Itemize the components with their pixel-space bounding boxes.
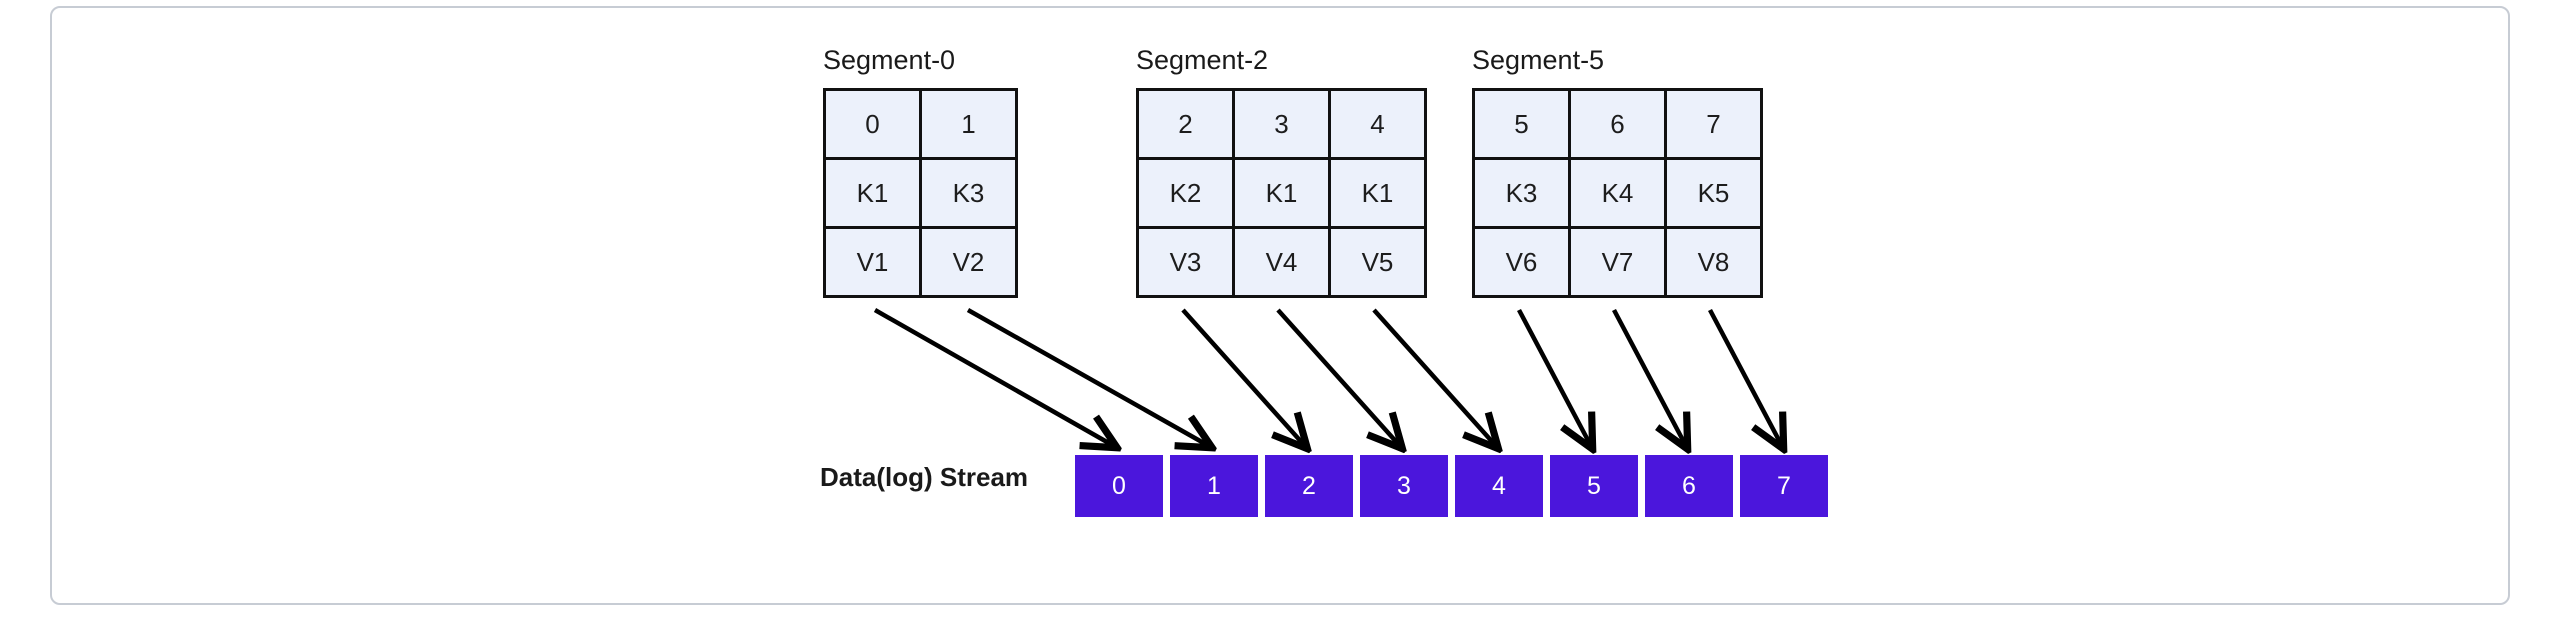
segment-cell: V7 <box>1568 226 1667 298</box>
table-row: V6 V7 V8 <box>1472 226 1763 298</box>
stream-cell: 4 <box>1455 455 1543 517</box>
segment-cell: 6 <box>1568 88 1667 160</box>
segment-cell: K4 <box>1568 157 1667 229</box>
segment-cell: V6 <box>1472 226 1571 298</box>
segment-cell: K1 <box>823 157 922 229</box>
table-row: 0 1 <box>823 88 1018 160</box>
segment-cell: V8 <box>1664 226 1763 298</box>
segment-cell: V1 <box>823 226 922 298</box>
table-row: K1 K3 <box>823 157 1018 229</box>
segment-cell: 7 <box>1664 88 1763 160</box>
segment-cell: 4 <box>1328 88 1427 160</box>
segment-cell: 1 <box>919 88 1018 160</box>
segment-cell: V4 <box>1232 226 1331 298</box>
segment-cell: 3 <box>1232 88 1331 160</box>
table-row: 5 6 7 <box>1472 88 1763 160</box>
segment-table-5: 5 6 7 K3 K4 K5 V6 V7 V8 <box>1472 88 1763 298</box>
segment-group-5: Segment-5 5 6 7 K3 K4 K5 V6 V7 V8 <box>1472 47 1763 298</box>
segment-group-0: Segment-0 0 1 K1 K3 V1 V2 <box>823 47 1018 298</box>
table-row: V1 V2 <box>823 226 1018 298</box>
segment-cell: K1 <box>1232 157 1331 229</box>
segment-cell: K3 <box>919 157 1018 229</box>
stream-cell: 1 <box>1170 455 1258 517</box>
stream-cell: 5 <box>1550 455 1638 517</box>
segment-table-0: 0 1 K1 K3 V1 V2 <box>823 88 1018 298</box>
segment-cell: K2 <box>1136 157 1235 229</box>
table-row: K2 K1 K1 <box>1136 157 1427 229</box>
segment-label-2: Segment-2 <box>1136 45 1269 75</box>
segment-cell: 5 <box>1472 88 1571 160</box>
table-row: V3 V4 V5 <box>1136 226 1427 298</box>
segment-cell: K3 <box>1472 157 1571 229</box>
segment-cell: 0 <box>823 88 922 160</box>
data-log-stream-row: 0 1 2 3 4 5 6 7 <box>1075 455 1828 517</box>
table-row: K3 K4 K5 <box>1472 157 1763 229</box>
stream-cell: 6 <box>1645 455 1733 517</box>
stream-cell: 3 <box>1360 455 1448 517</box>
segment-cell: K5 <box>1664 157 1763 229</box>
segment-label-5: Segment-5 <box>1472 45 1605 75</box>
stream-cell: 7 <box>1740 455 1828 517</box>
segment-cell: V3 <box>1136 226 1235 298</box>
segment-label-0: Segment-0 <box>823 45 956 75</box>
segment-cell: V5 <box>1328 226 1427 298</box>
segment-cell: V2 <box>919 226 1018 298</box>
stream-cell: 0 <box>1075 455 1163 517</box>
segment-cell: 2 <box>1136 88 1235 160</box>
data-log-stream-label: Data(log) Stream <box>820 462 1029 492</box>
stream-cell: 2 <box>1265 455 1353 517</box>
segment-group-2: Segment-2 2 3 4 K2 K1 K1 V3 V4 V5 <box>1136 47 1427 298</box>
table-row: 2 3 4 <box>1136 88 1427 160</box>
segment-cell: K1 <box>1328 157 1427 229</box>
segment-table-2: 2 3 4 K2 K1 K1 V3 V4 V5 <box>1136 88 1427 298</box>
